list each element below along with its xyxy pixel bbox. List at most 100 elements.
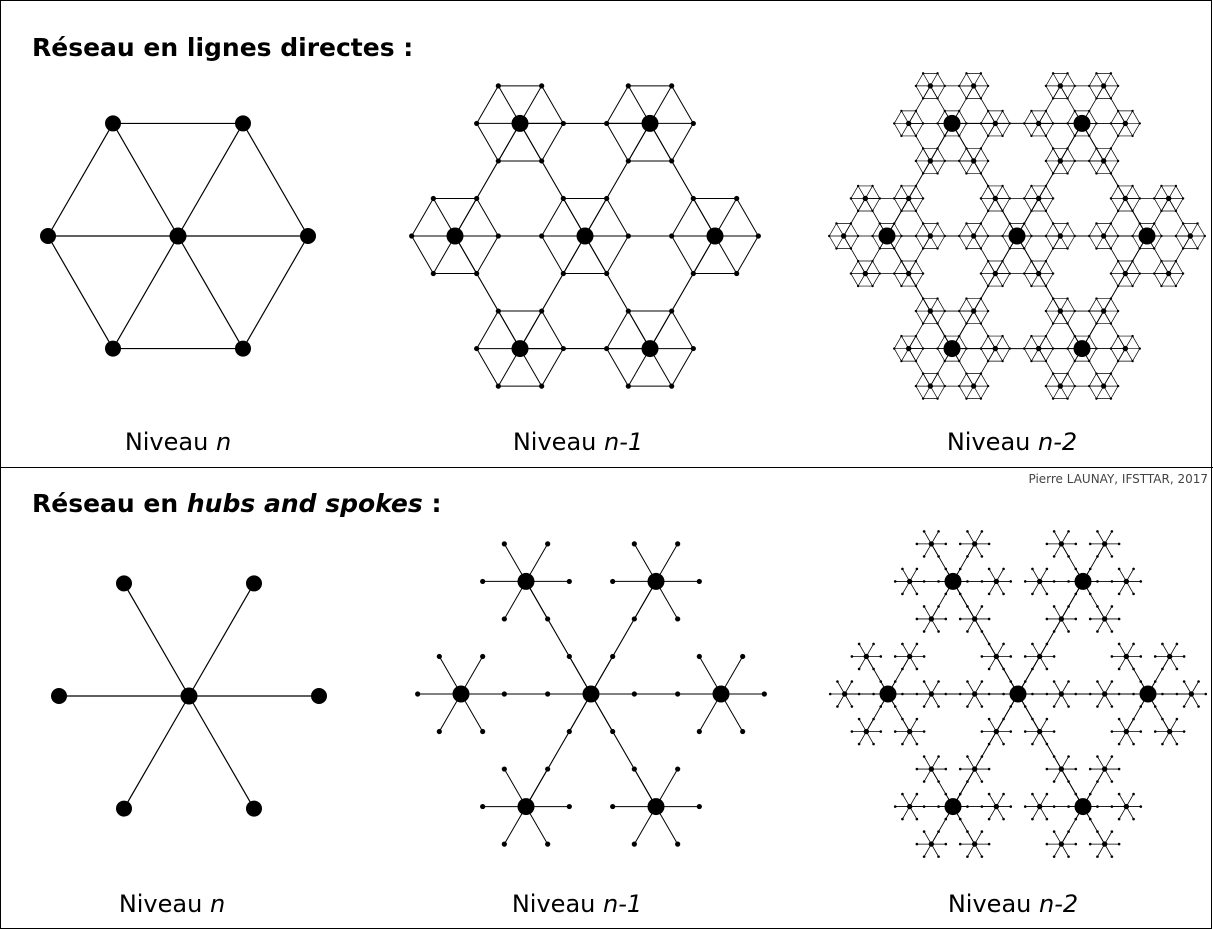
station-node (878, 272, 881, 275)
link-ring (1110, 373, 1119, 387)
link-ring (937, 235, 946, 249)
spoke-node (958, 792, 962, 796)
link-ring (937, 310, 946, 324)
station-node (1131, 209, 1134, 213)
station-node (495, 233, 501, 239)
station-node (1023, 122, 1026, 125)
hub-node (712, 685, 730, 703)
spoke-node (966, 855, 969, 858)
station-node (1030, 284, 1033, 288)
station-node (1030, 184, 1033, 188)
spoke-node (1110, 530, 1114, 533)
link-ring (958, 310, 967, 324)
spoke-node (675, 841, 681, 847)
station-node (871, 209, 874, 213)
link-ring (915, 85, 924, 99)
spoke-node (1067, 855, 1070, 858)
spoke-node (966, 580, 969, 583)
station-node (958, 84, 961, 88)
station-node (560, 120, 566, 127)
link-ring (1045, 310, 1054, 324)
link-ring (606, 348, 629, 387)
station-node (936, 172, 939, 175)
link-ring (980, 160, 989, 174)
hub-node (863, 728, 870, 735)
spoke-node (501, 616, 507, 622)
link-ring (1110, 73, 1119, 87)
hub-node (647, 798, 665, 816)
station-node (900, 334, 903, 338)
spoke-node (857, 692, 861, 696)
spoke-node (893, 705, 897, 708)
spoke-node (1052, 855, 1056, 858)
link-spoke (112, 235, 179, 350)
station-node (1044, 234, 1048, 238)
station-node (1001, 184, 1004, 188)
link-ring (958, 235, 967, 249)
spoke-node (1132, 567, 1135, 571)
station-node (979, 322, 983, 325)
direct-network-level-n-1 (409, 83, 761, 389)
station-node (1095, 222, 1098, 225)
link-ring (937, 73, 946, 87)
spoke-node (915, 767, 919, 771)
station-node (1044, 159, 1048, 163)
spoke-node (1067, 830, 1070, 833)
spoke-node (1052, 555, 1056, 558)
spoke-node (1117, 542, 1121, 546)
station-node (1088, 134, 1091, 138)
spoke-node (501, 766, 507, 772)
station-node (1116, 359, 1120, 363)
hub-node (906, 578, 913, 585)
link-ring (1067, 373, 1076, 387)
hub-node (993, 803, 1000, 810)
hub-node (878, 227, 896, 245)
spoke-node (958, 817, 962, 821)
hub-node (1058, 766, 1065, 772)
link-ring (1088, 110, 1097, 124)
station-node (958, 159, 961, 163)
station-node (1088, 334, 1091, 338)
link-ring (671, 122, 694, 162)
link-ring (1088, 73, 1097, 87)
spoke-node (631, 841, 637, 847)
hub-node (1036, 653, 1043, 660)
hub-node (863, 653, 870, 660)
spoke-node (922, 580, 926, 583)
label-hubs-level-n: Niveau n (119, 890, 225, 918)
station-node (1051, 97, 1055, 100)
spoke-node (857, 642, 861, 646)
spoke-node (1204, 692, 1208, 696)
link-ring (1110, 260, 1119, 274)
station-node (979, 222, 983, 225)
link-ring (1110, 123, 1119, 137)
hub-node (1035, 345, 1042, 352)
station-node (1181, 222, 1185, 225)
spoke-node (958, 842, 962, 846)
link-ring (1045, 148, 1054, 162)
station-node (560, 270, 566, 277)
spoke-node (631, 541, 637, 547)
spoke-node (944, 842, 948, 846)
hub-node (944, 572, 962, 590)
spoke-node (1175, 717, 1179, 721)
spoke-node (1067, 580, 1070, 583)
link-ring (915, 310, 924, 324)
link-ring (937, 385, 946, 399)
station-node (604, 195, 610, 202)
hub-node (582, 685, 600, 703)
hub-node (1074, 572, 1092, 590)
spoke-node (1045, 592, 1049, 596)
station-node (871, 234, 874, 238)
link-ring (671, 310, 694, 350)
spoke-node (1117, 817, 1121, 821)
link-ring (1045, 298, 1054, 312)
spoke-node (1088, 842, 1092, 846)
spoke-node (415, 691, 421, 697)
spoke-node (915, 717, 919, 721)
station-node (1073, 359, 1076, 363)
station-node (914, 234, 918, 238)
spoke-node (1088, 792, 1092, 796)
spoke-node (1110, 730, 1114, 733)
hub-network-level-n-2 (828, 530, 1208, 858)
